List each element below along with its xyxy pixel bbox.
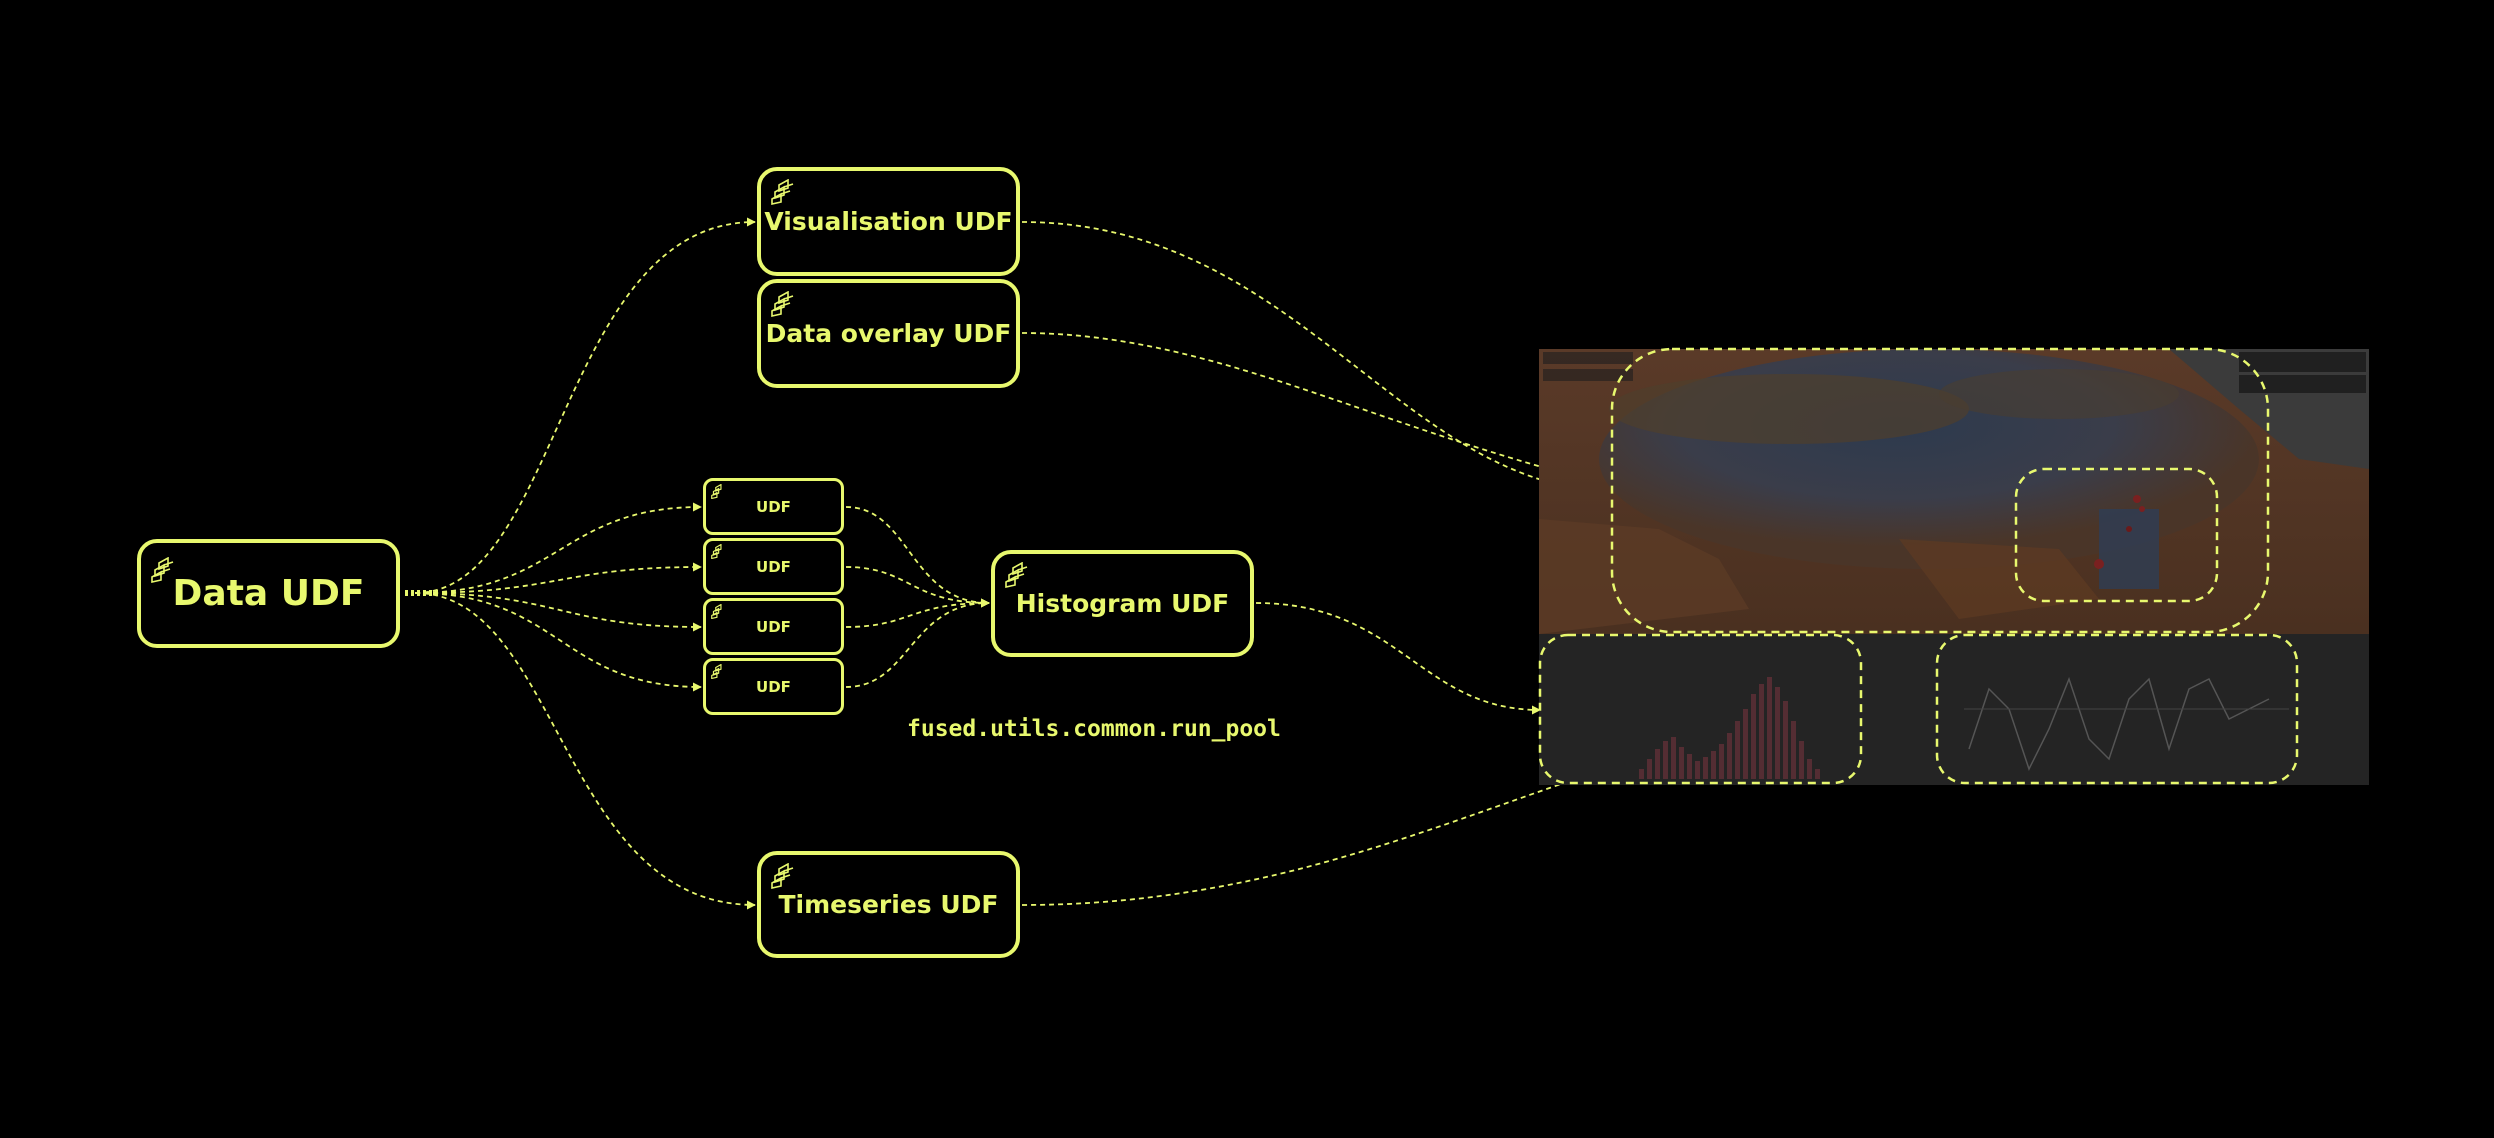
udf-label: UDF (756, 617, 791, 636)
histogram-udf-node[interactable]: Histogram UDF (991, 550, 1254, 657)
edge-data-to-udf-2 (414, 562, 702, 594)
udf-label: UDF (756, 497, 791, 516)
fused-logo-icon (710, 543, 725, 563)
edge-data-to-timeseries (414, 592, 756, 910)
fan-out-dot (417, 590, 420, 596)
edge-data-to-visualisation (414, 217, 756, 594)
udf-node-1[interactable]: UDF (703, 478, 844, 535)
fused-logo-icon (710, 663, 725, 683)
udf-label: UDF (756, 557, 791, 576)
fused-logo-icon (149, 551, 175, 592)
data-udf-label: Data UDF (172, 573, 365, 614)
udf-label: UDF (756, 677, 791, 696)
fused-logo-icon (769, 178, 795, 211)
edge-histogram-to-hist-panel (1255, 602, 1541, 715)
fan-out-dot (405, 590, 408, 596)
udf-node-2[interactable]: UDF (703, 538, 844, 595)
edge-data-to-udf-3 (414, 592, 702, 632)
edge-timeseries-to-ts-panel (1021, 703, 1937, 906)
data-overlay-udf-label: Data overlay UDF (765, 319, 1012, 348)
fused-logo-icon (769, 290, 795, 323)
edge-udf-4-to-histogram (845, 598, 990, 688)
fan-out-dot (423, 590, 426, 596)
fan-out-dot (435, 590, 438, 596)
udf-node-3[interactable]: UDF (703, 598, 844, 655)
fused-logo-icon (769, 862, 795, 895)
data-udf-node[interactable]: Data UDF (137, 539, 400, 648)
timeseries-udf-label: Timeseries UDF (778, 890, 999, 919)
fused-logo-icon (710, 603, 725, 623)
fused-logo-icon (710, 483, 725, 503)
edge-udf-3-to-histogram (845, 598, 990, 628)
edge-data-to-udf-1 (414, 502, 702, 594)
edge-udf-1-to-histogram (845, 506, 990, 608)
run-pool-caption: fused.utils.common.run_pool (907, 716, 1281, 742)
visualisation-udf-label: Visualisation UDF (764, 207, 1013, 236)
fused-logo-icon (1003, 561, 1029, 594)
udf-node-4[interactable]: UDF (703, 658, 844, 715)
dashboard-screenshot (1539, 349, 2369, 785)
edge-udf-2-to-histogram (845, 566, 990, 608)
fan-out-dot (411, 590, 414, 596)
data-overlay-udf-node[interactable]: Data overlay UDF (757, 279, 1020, 388)
edge-data-to-udf-4 (414, 592, 702, 692)
fan-out-dot (429, 590, 432, 596)
histogram-udf-label: Histogram UDF (1015, 589, 1230, 618)
visualisation-udf-node[interactable]: Visualisation UDF (757, 167, 1020, 276)
timeseries-udf-node[interactable]: Timeseries UDF (757, 851, 1020, 958)
edge-visualisation-to-map (1021, 221, 1619, 497)
